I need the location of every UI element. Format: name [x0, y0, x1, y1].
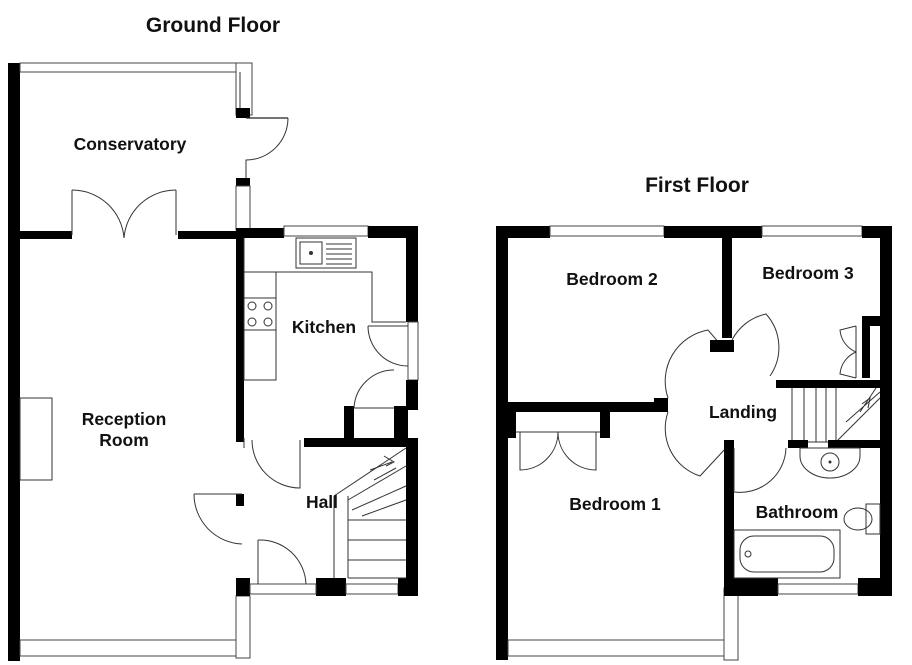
bedroom1-window-side: [723, 587, 739, 661]
ground-floor-plan: Ground Floor Conservatory: [8, 14, 419, 661]
hall-label: Hall: [306, 492, 338, 512]
kitchen: Kitchen: [236, 225, 419, 410]
bedroom1-door[interactable]: [664, 411, 727, 477]
bath: [733, 529, 841, 579]
bedroom1-window: [507, 639, 729, 657]
conservatory-window-lower: [235, 185, 251, 231]
bathroom: [724, 440, 881, 579]
hall: Hall: [249, 447, 418, 596]
hall-window: [345, 583, 399, 595]
kitchen-window: [283, 225, 369, 237]
first-floor-west-wall: [496, 226, 508, 660]
reception-window-side: [235, 595, 251, 659]
bedroom3-door[interactable]: [731, 313, 780, 377]
conservatory-post-lower: [236, 178, 250, 186]
bedroom2-door[interactable]: [664, 329, 721, 399]
bedroom1-label: Bedroom 1: [569, 494, 661, 514]
first-floor-east-wall: [880, 226, 892, 596]
sink: [295, 237, 357, 269]
conservatory: Conservatory: [8, 62, 289, 661]
bedroom2-label: Bedroom 2: [566, 269, 658, 289]
conservatory-post: [236, 108, 250, 118]
ground-floor-title: Ground Floor: [146, 14, 280, 37]
understairs-cupboard: [344, 369, 408, 440]
bed2-bed3-wall: [722, 238, 732, 338]
front-door-frame: [249, 583, 317, 595]
bathroom-label: Bathroom: [756, 502, 839, 522]
kitchen-side-door[interactable]: [407, 321, 419, 381]
basin: [799, 447, 861, 479]
kitchen-east-wall: [406, 226, 418, 322]
reception-east-wall: [236, 232, 244, 442]
reception-label-line2: Room: [99, 430, 149, 450]
conservatory-partition: [20, 189, 240, 239]
reception-label-line1: Reception: [82, 409, 167, 429]
front-door[interactable]: [257, 539, 307, 585]
toilet: [843, 503, 881, 535]
first-floor-title: First Floor: [645, 174, 749, 197]
kitchen-door[interactable]: [243, 438, 301, 489]
kitchen-label: Kitchen: [292, 317, 356, 337]
conservatory-window-side: [235, 62, 253, 116]
conservatory-label: Conservatory: [74, 134, 187, 154]
cupboard-door[interactable]: [353, 369, 395, 409]
bedroom3-window: [761, 225, 863, 237]
west-wall: [8, 63, 20, 661]
fireplace: [19, 397, 53, 481]
french-doors[interactable]: [71, 189, 177, 239]
reception-room: Reception Room: [19, 397, 251, 659]
staircase: [333, 447, 407, 579]
bedroom3-wardrobe: [839, 316, 892, 379]
bathroom-door[interactable]: [733, 447, 787, 493]
bedroom3-label: Bedroom 3: [762, 263, 854, 283]
hob: [243, 297, 277, 331]
landing-label: Landing: [709, 402, 777, 422]
bedroom2-window: [549, 225, 665, 237]
first-floor-plan: First Floor: [496, 174, 892, 661]
reception-window-bottom: [19, 639, 245, 657]
conservatory-window-top: [19, 62, 253, 73]
kitchen-back-door[interactable]: [367, 325, 409, 367]
landing-stairs: [776, 380, 892, 448]
reception-door[interactable]: [193, 493, 243, 545]
bedroom1-wardrobe: [508, 412, 610, 471]
bathroom-window: [777, 583, 859, 595]
conservatory-door[interactable]: [245, 117, 289, 178]
